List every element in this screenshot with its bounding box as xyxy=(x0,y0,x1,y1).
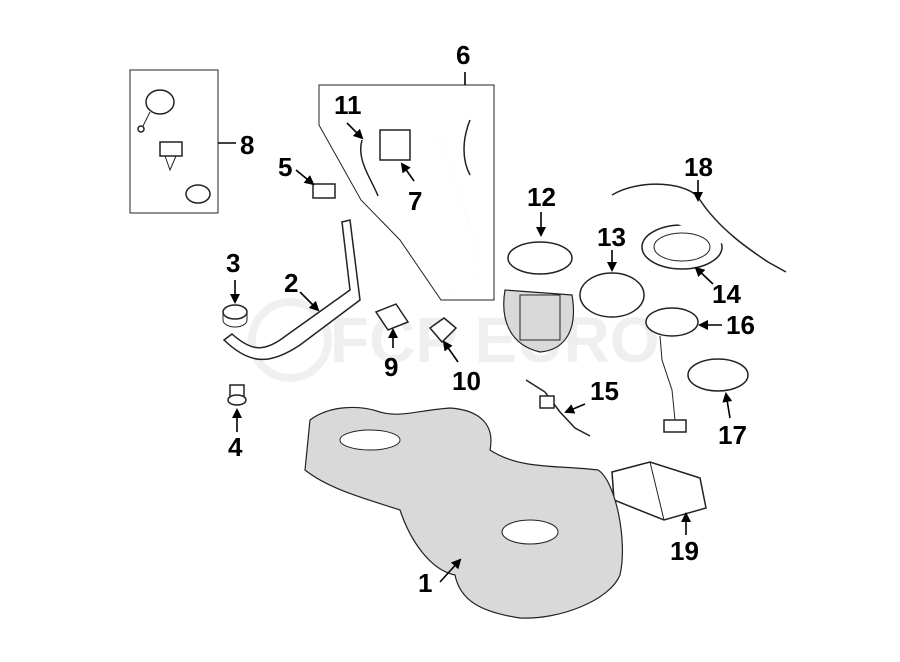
level-sender-flange-icon xyxy=(645,307,699,337)
callout-line-5 xyxy=(295,169,315,186)
callout-2: 2 xyxy=(284,268,298,298)
filler-pipe-box xyxy=(318,84,495,301)
callout-13: 13 xyxy=(597,222,626,252)
callout-line-1 xyxy=(439,558,462,583)
callout-18: 18 xyxy=(684,152,713,182)
fuel-tank-icon xyxy=(304,406,623,619)
callout-line-10 xyxy=(442,340,459,363)
fuel-tank-group xyxy=(304,406,623,619)
callout-8: 8 xyxy=(240,130,254,160)
fuel-pump-icon xyxy=(503,289,574,353)
sensor-bracket-icon xyxy=(525,379,591,437)
callout-4: 4 xyxy=(228,432,243,462)
control-module-icon xyxy=(611,461,707,521)
bushing-icon xyxy=(222,304,248,320)
callout-19: 19 xyxy=(670,536,699,566)
clip-icon xyxy=(312,183,336,199)
filler-pipe-icon xyxy=(439,139,481,296)
callout-10: 10 xyxy=(452,366,481,396)
callout-line-17 xyxy=(722,392,733,419)
callout-14: 14 xyxy=(712,279,741,309)
callout-12: 12 xyxy=(527,182,556,212)
fuel-pump-flange-icon xyxy=(507,241,573,275)
seal-ring-icon xyxy=(185,184,211,204)
callout-5: 5 xyxy=(278,152,292,182)
breather-hose-icon xyxy=(463,119,471,176)
callout-line-15 xyxy=(564,403,586,414)
fuel-pump-group xyxy=(503,212,574,353)
callout-17: 17 xyxy=(718,420,747,450)
tank-strap-icon xyxy=(222,219,361,361)
callout-1: 1 xyxy=(418,568,432,598)
callout-line-11 xyxy=(346,122,364,140)
fuel-cap-group xyxy=(129,69,236,214)
callout-3: 3 xyxy=(226,248,240,278)
filler-pipe-group xyxy=(318,72,495,301)
float-icon xyxy=(663,419,687,433)
callout-15: 15 xyxy=(590,376,619,406)
filler-neck-icon xyxy=(159,141,183,157)
vent-valve-icon xyxy=(379,129,411,161)
clamp-icon xyxy=(428,317,458,344)
callout-9: 9 xyxy=(384,352,398,382)
callout-16: 16 xyxy=(726,310,755,340)
fuel-cap-icon xyxy=(145,89,175,115)
callout-7: 7 xyxy=(408,186,422,216)
vent-hose-icon xyxy=(359,139,379,197)
fuel-cap-box xyxy=(129,69,219,214)
callout-6: 6 xyxy=(456,40,470,70)
callout-line-7 xyxy=(400,162,415,182)
o-ring-icon xyxy=(579,272,645,318)
callout-line-14 xyxy=(694,266,714,285)
callout-line-2 xyxy=(299,291,320,312)
seal-icon xyxy=(687,358,749,392)
hose-icon xyxy=(374,303,410,331)
callout-11: 11 xyxy=(334,90,362,120)
level-sender-icon xyxy=(659,335,676,421)
